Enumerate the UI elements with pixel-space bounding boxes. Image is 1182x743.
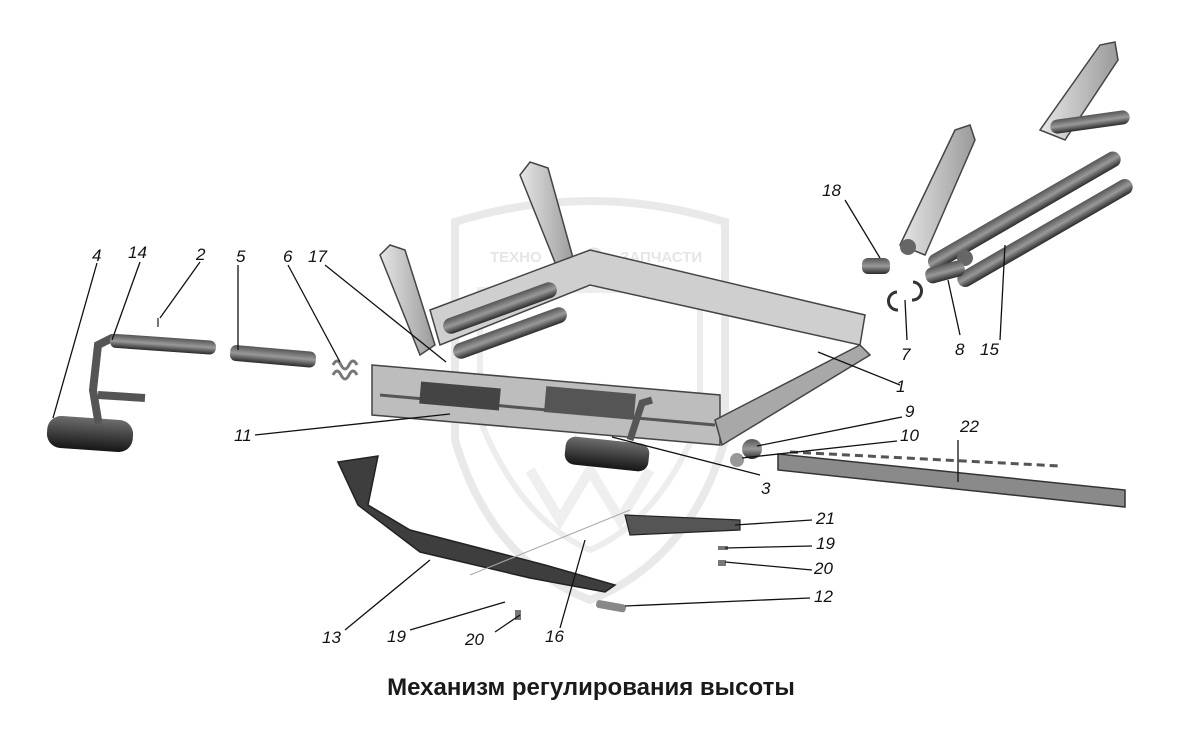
callout-14: 14 xyxy=(128,243,147,262)
callout-12: 12 xyxy=(814,587,833,606)
callouts: 4 14 2 5 6 17 18 7 8 15 1 9 10 22 11 3 2… xyxy=(92,181,999,649)
lower-lever-assembly xyxy=(336,455,741,620)
callout-19: 19 xyxy=(816,534,835,553)
callout-5: 5 xyxy=(236,247,246,266)
diagram-title: Механизм регулирования высоты xyxy=(387,674,795,701)
washer-9 xyxy=(742,439,762,459)
frame-assembly xyxy=(371,161,872,472)
pivot-assembly-15 xyxy=(862,41,1133,312)
leader-lines xyxy=(52,199,1006,633)
callout-11: 11 xyxy=(234,426,252,445)
callout-16: 16 xyxy=(545,627,564,646)
callout-7: 7 xyxy=(901,345,911,364)
bushing-18 xyxy=(862,258,890,274)
circlip-7 xyxy=(887,290,899,312)
callout-4: 4 xyxy=(92,246,101,265)
callout-22: 22 xyxy=(959,417,979,436)
lever-handle-assembly xyxy=(46,318,359,453)
spring-12 xyxy=(595,600,626,613)
lever-grip xyxy=(46,415,134,453)
callout-3: 3 xyxy=(761,479,771,498)
watermark-left-text: ТЕХНО xyxy=(490,249,542,266)
callout-2: 2 xyxy=(195,245,206,264)
callout-8: 8 xyxy=(955,340,965,359)
spring-6 xyxy=(331,359,359,371)
rail-22 xyxy=(777,450,1126,508)
callout-20: 20 xyxy=(813,559,833,578)
callout-1: 1 xyxy=(896,377,905,396)
pin-8 xyxy=(925,260,965,284)
rod-14 xyxy=(110,333,216,355)
handle-3 xyxy=(564,436,650,472)
callout-21: 21 xyxy=(815,509,835,528)
callout-20b: 20 xyxy=(464,630,484,649)
plate-21 xyxy=(624,514,741,536)
callout-10: 10 xyxy=(900,426,919,445)
callout-9: 9 xyxy=(905,402,915,421)
washer-10 xyxy=(730,453,744,467)
callout-19b: 19 xyxy=(387,627,406,646)
callout-18: 18 xyxy=(822,181,841,200)
callout-6: 6 xyxy=(283,247,293,266)
callout-15: 15 xyxy=(980,340,999,359)
sleeve-5 xyxy=(229,345,317,368)
callout-13: 13 xyxy=(322,628,341,647)
callout-17: 17 xyxy=(308,247,327,266)
